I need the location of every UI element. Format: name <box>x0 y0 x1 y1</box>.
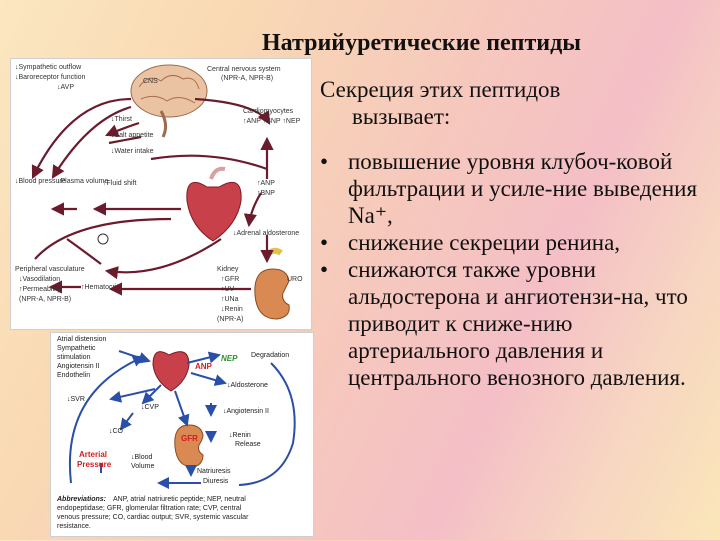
gfr-label: ↑GFR <box>221 276 239 283</box>
pathway-diagram-svg: Atrial distension Sympathetic stimulatio… <box>56 336 296 530</box>
abbrev-line: resistance. <box>57 523 91 530</box>
aldosterone-label: ↓Aldosterone <box>227 382 268 389</box>
bullet-text: повышение уровня клубоч-ковой фильтрации… <box>348 149 698 228</box>
co-label: ↓CO <box>109 428 124 435</box>
kidney-icon <box>174 424 204 468</box>
atrial-distension-label: Atrial distension <box>57 336 107 343</box>
abbrev-title: Abbreviations: <box>56 496 106 503</box>
intro-line-2: вызывает: <box>352 104 451 129</box>
feedback-arrows <box>31 97 274 296</box>
systems-diagram-svg: ↓Sympathetic outflow ↓Baroreceptor funct… <box>15 64 303 323</box>
avp-label: ↓AVP <box>57 84 74 91</box>
uro-label: URO <box>287 276 303 283</box>
abbrev-line: endopeptidase; GFR, glomerular filtratio… <box>57 505 242 512</box>
thirst-label: ↓Thirst <box>111 116 132 123</box>
slide-text: Секреция этих пептидов вызывает: • повыше… <box>320 76 710 391</box>
natriuresis-label: Natriuresis <box>197 468 231 475</box>
diuresis-label: Diuresis <box>203 478 229 485</box>
anp-pathway-diagram: Atrial distension Sympathetic stimulatio… <box>50 332 314 537</box>
npr-a-label: (NPR-A, NPR-B) <box>19 296 71 303</box>
abbrev-line: venous pressure; CO, cardiac output; SVR… <box>57 514 249 521</box>
bullet-glyph: • <box>320 257 329 282</box>
cardiomyocytes-label: Cardiomyocytes <box>243 108 294 115</box>
slide-title: Натрийуретические пептиды <box>262 30 581 56</box>
plasma-volume-label: ↓Plasma volume <box>57 178 108 185</box>
blood-label: ↓Blood <box>131 454 153 461</box>
heart-icon <box>186 166 242 242</box>
central-nervous-label: Central nervous system <box>207 66 281 73</box>
adrenal-label: ↓Adrenal aldosterone <box>233 230 299 237</box>
natriuretic-systems-diagram: ↓Sympathetic outflow ↓Baroreceptor funct… <box>10 58 312 330</box>
hematocrit-label: ↑Hematocrit <box>81 284 118 291</box>
peripheral-label: Peripheral vasculature <box>15 266 85 273</box>
cvp-label: ↓CVP <box>141 404 159 411</box>
pressure-label: Pressure <box>77 460 112 469</box>
bullet-text: снижаются также уровни альдостерона и ан… <box>348 257 688 390</box>
release-label: Release <box>235 441 261 448</box>
bullet-item: • снижение секреции ренина, <box>320 229 710 256</box>
renin-label: ↓Renin <box>229 432 251 439</box>
bullet-item: • снижаются также уровни альдостерона и а… <box>320 256 710 391</box>
blood-pressure-label: ↓Blood pressure <box>15 178 66 185</box>
npr-label: (NPR-A, NPR-B) <box>221 75 273 82</box>
bullet-item: • повышение уровня клубоч-ковой фильтраци… <box>320 148 710 229</box>
vasodilation-label: ↓Vasodilation <box>19 276 60 283</box>
cns-label: CNS <box>143 78 158 85</box>
bullet-list: • повышение уровня клубоч-ковой фильтраци… <box>320 148 710 391</box>
bullet-text: снижение секреции ренина, <box>348 230 621 255</box>
nep-label: NEP <box>221 354 238 363</box>
baroreceptor-label: ↓Baroreceptor function <box>15 74 86 81</box>
una-label: ↑UNa <box>221 296 239 303</box>
endothelin-label: Endothelin <box>57 372 90 379</box>
pathway-arrows <box>69 350 296 489</box>
water-intake-label: ↓Water intake <box>111 148 154 155</box>
fluid-shift-label: ↑Fluid shift <box>103 180 137 187</box>
anp-label: ANP <box>195 362 213 371</box>
bullet-glyph: • <box>320 230 329 255</box>
abbrev-line: ANP, atrial natriuretic peptide; NEP, ne… <box>113 496 246 503</box>
bnp-label: ↑BNP <box>257 190 275 197</box>
anp-label: ↑ANP <box>257 180 275 187</box>
intro-paragraph: Секреция этих пептидов вызывает: <box>320 76 710 130</box>
stimulation-label: stimulation <box>57 354 91 361</box>
uv-label: ↑UV <box>221 286 235 293</box>
bullet-glyph: • <box>320 149 329 174</box>
degradation-label: Degradation <box>251 352 289 359</box>
angiotensin-left-label: Angiotensin II <box>57 363 99 370</box>
gfr-label: GFR <box>181 434 198 443</box>
intro-line-1: Секреция этих пептидов <box>320 77 561 102</box>
heart-icon <box>152 351 190 392</box>
npr-kidney-label: (NPR-A) <box>217 316 243 323</box>
renin-label: ↓Renin <box>221 306 243 313</box>
svr-label: ↓SVR <box>67 396 85 403</box>
permeability-label: ↑Permeability <box>19 286 62 293</box>
volume-label: Volume <box>131 463 154 470</box>
kidney-icon <box>254 247 290 320</box>
brain-icon <box>130 64 208 138</box>
sympathetic-label: Sympathetic <box>57 345 96 352</box>
sympathetic-label: ↓Sympathetic outflow <box>15 64 82 71</box>
kidney-label: Kidney <box>217 266 239 273</box>
angiotensin-label: ↓Angiotensin II <box>223 408 269 415</box>
arterial-label: Arterial <box>79 450 107 459</box>
salt-appetite-label: ↓Salt appetite <box>111 132 154 139</box>
anp-bnp-cnp-label: ↑ANP ↑BNP ↑NEP <box>243 118 301 125</box>
